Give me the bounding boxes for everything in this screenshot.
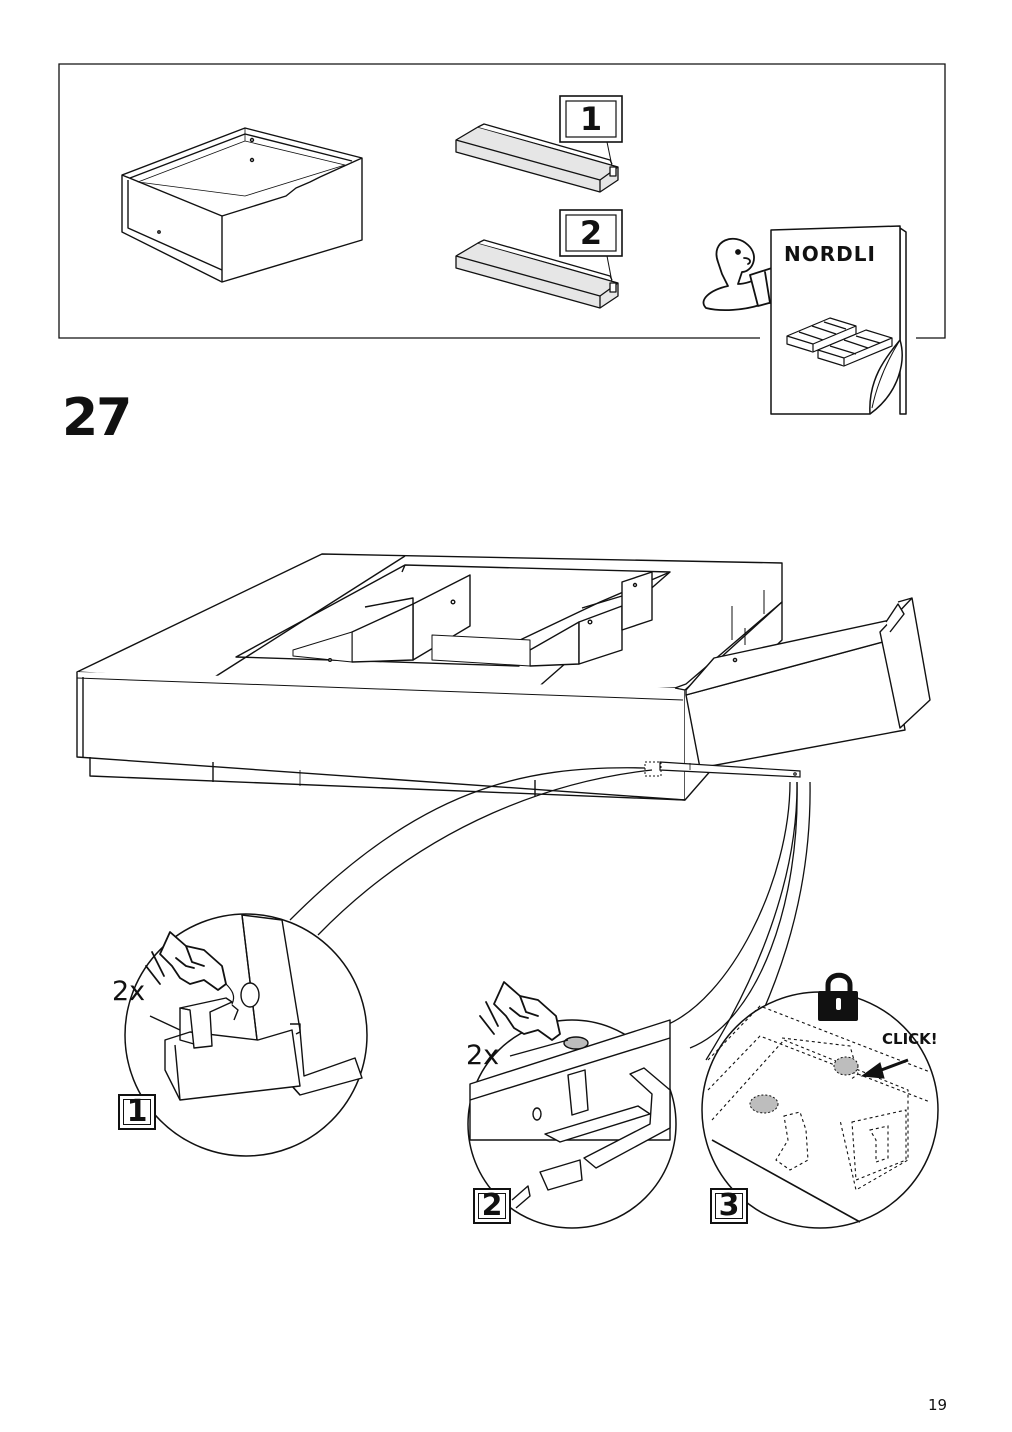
detail-2-label: 2: [473, 1188, 511, 1224]
finger-press-icon-2: [479, 981, 561, 1041]
detail-3-label-text: 3: [718, 1188, 740, 1223]
callout-lines: [289, 767, 811, 1101]
floor-runner-rail: [659, 761, 801, 778]
detail-1-quantity: 2x: [112, 976, 146, 1007]
runner-rail-part-1: [455, 123, 619, 193]
detail-2-quantity: 2x: [466, 1040, 500, 1071]
step-number: 27: [62, 388, 132, 448]
part-2-label-box: [559, 209, 623, 257]
bed-frame-illustration: [76, 553, 783, 801]
drawer-part-illustration: [121, 127, 363, 283]
nordli-drawer-organizers: [786, 317, 893, 367]
page-number: 19: [928, 1396, 948, 1414]
detail-1-label-text: 1: [126, 1094, 148, 1129]
click-text: CLICK!: [882, 1030, 938, 1048]
part-1-label-box: [559, 95, 623, 143]
detail-2-label-text: 2: [481, 1188, 503, 1223]
lock-icon: [818, 972, 858, 1021]
pulled-out-drawer: [685, 597, 931, 769]
detail-focus-marker: [644, 761, 662, 777]
parts-frame: [58, 63, 946, 339]
finger-press-icon-1: [145, 931, 235, 1005]
manual-title: NORDLI: [784, 242, 876, 266]
detail-1-label: 1: [118, 1094, 156, 1130]
detail-circle-3: [701, 991, 939, 1229]
runner-rail-part-2: [455, 239, 619, 309]
part-1-label: 1: [579, 100, 603, 138]
detail-3-label: 3: [710, 1188, 748, 1224]
detail-circle-2: [467, 1019, 677, 1229]
part-2-label: 2: [579, 214, 603, 252]
click-arrow-icon: [860, 1058, 909, 1079]
